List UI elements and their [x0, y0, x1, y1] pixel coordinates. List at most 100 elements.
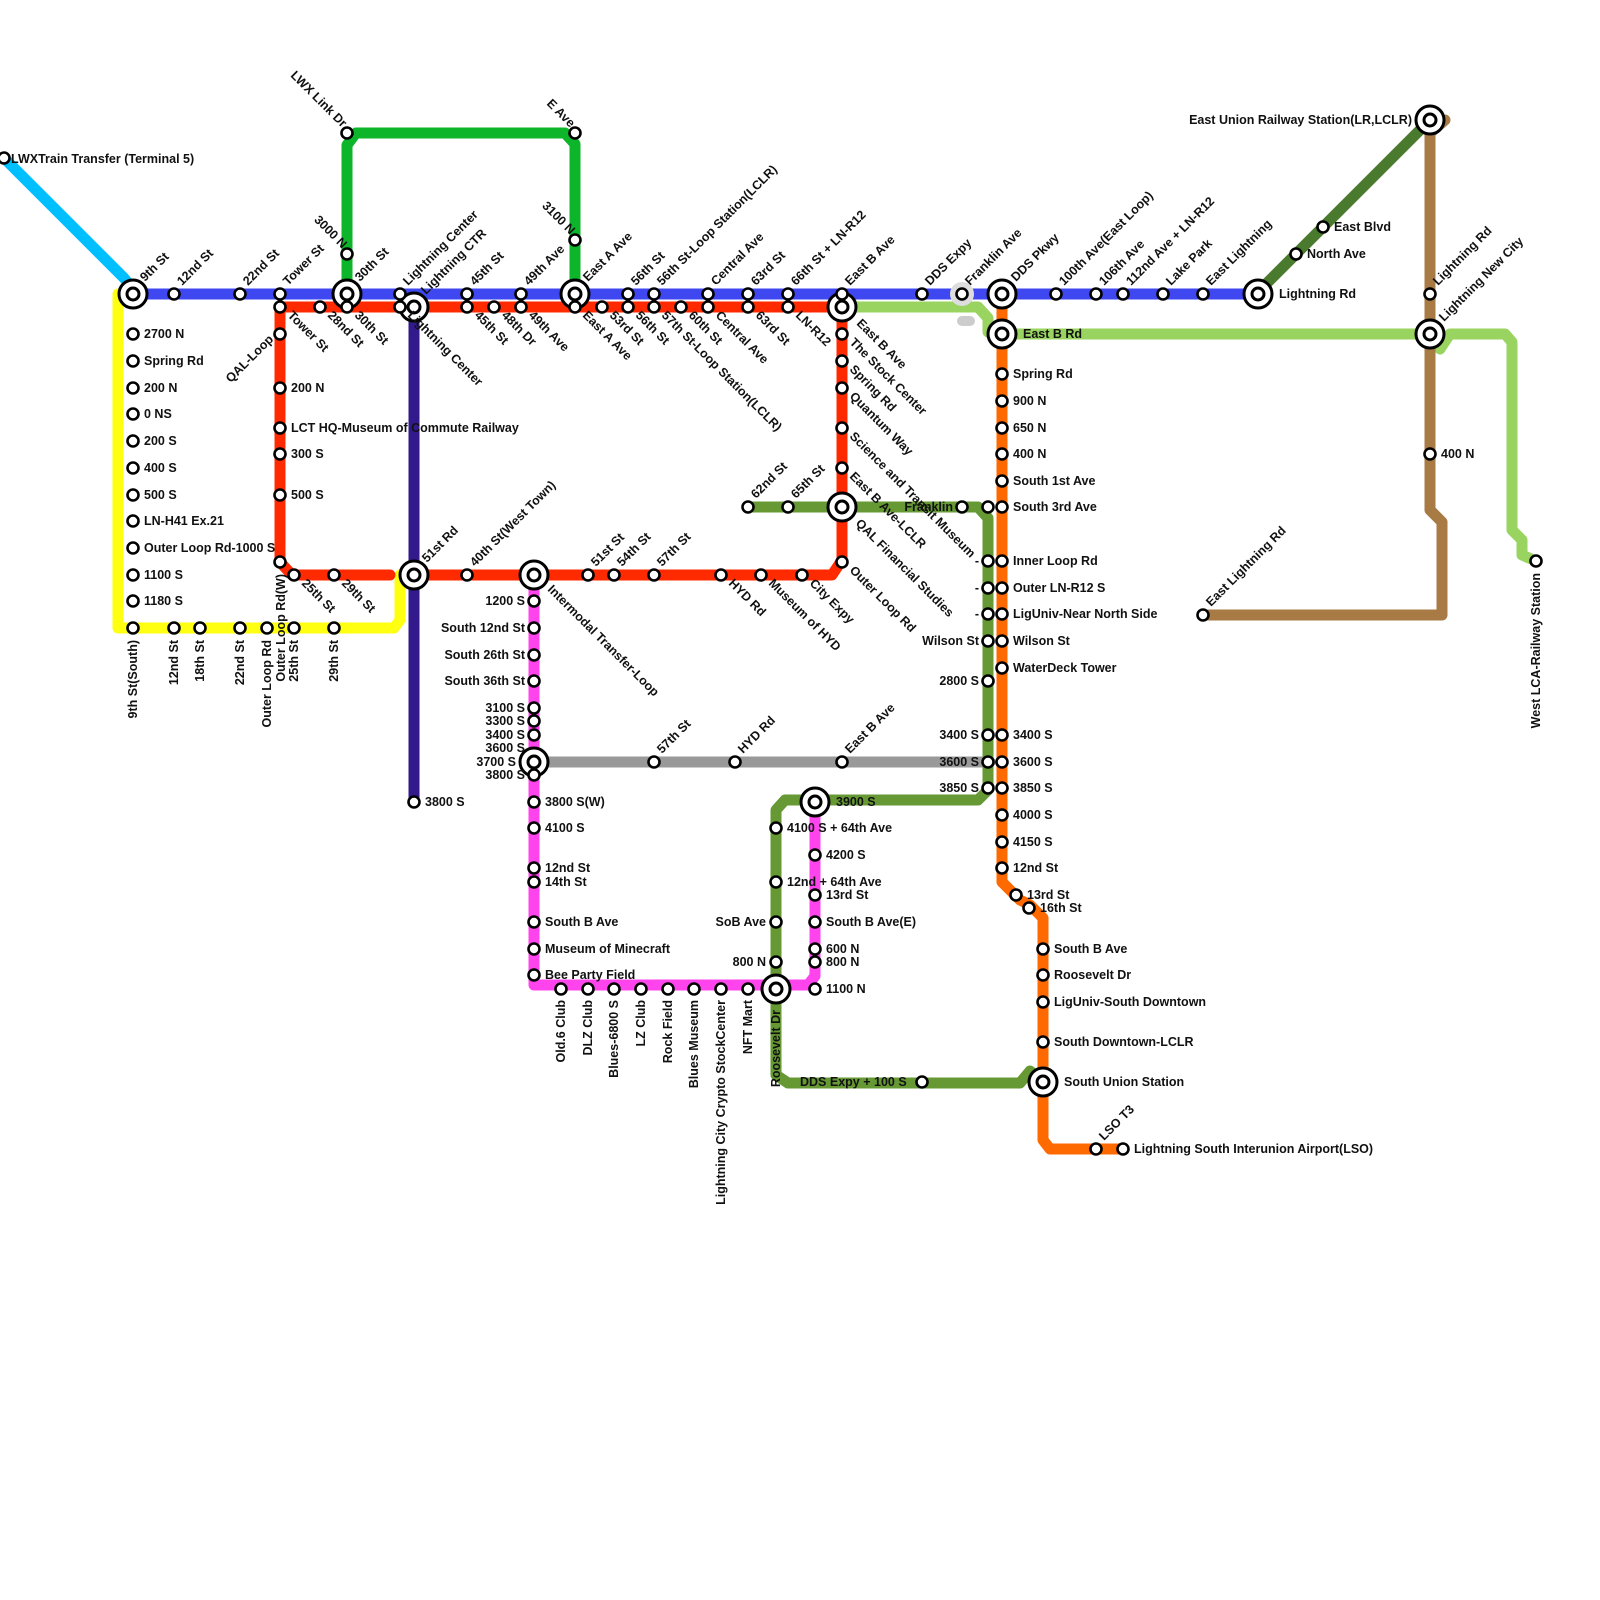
stop-3300s[interactable] [529, 716, 540, 727]
stop-e-ave[interactable] [570, 128, 581, 139]
stop-crypto[interactable] [716, 984, 727, 995]
stop-north-ave[interactable] [1291, 249, 1302, 260]
stop-science-museum[interactable] [837, 423, 848, 434]
stop-3400s-olive[interactable] [983, 730, 994, 741]
stop-spring-rd-red[interactable] [837, 356, 848, 367]
stop-west-lca[interactable] [1531, 556, 1542, 567]
stop-wilson-olive[interactable] [983, 636, 994, 647]
stop-4000s[interactable] [997, 810, 1008, 821]
stop-olive-561[interactable] [983, 556, 994, 567]
stop-south-36th[interactable] [529, 676, 540, 687]
stop-900n[interactable] [997, 396, 1008, 407]
stop-liguniv-sd[interactable] [1038, 997, 1049, 1008]
stop-lightning-center[interactable] [395, 289, 406, 300]
stop-spring-rd-o[interactable] [997, 369, 1008, 380]
stop-lwx-link[interactable] [342, 128, 353, 139]
stop-51st-st[interactable] [583, 570, 594, 581]
stop-outer-loop-rd[interactable] [262, 623, 273, 634]
stop-central-ave-blue[interactable] [703, 289, 714, 300]
stop-22nd-st-y[interactable] [235, 623, 246, 634]
stop-63rd-st-red[interactable] [743, 302, 754, 313]
stop-1180s[interactable] [128, 596, 139, 607]
stop-12nd-st[interactable] [169, 289, 180, 300]
stop-57th-st-red[interactable] [649, 570, 660, 581]
stop-liguniv-nns[interactable] [997, 609, 1008, 620]
interchange-east-b-rd[interactable] [988, 320, 1016, 348]
stop-1100s-y[interactable] [128, 570, 139, 581]
stop-62nd-st[interactable] [743, 502, 754, 513]
stop-106th-ave[interactable] [1091, 289, 1102, 300]
stop-60th-st[interactable] [676, 302, 687, 313]
stop-45th-st-red[interactable] [462, 302, 473, 313]
stop-48th-dr[interactable] [489, 302, 500, 313]
stop-12nd-st-y[interactable] [169, 623, 180, 634]
stop-49th-ave-red[interactable] [516, 302, 527, 313]
interchange-south-union[interactable] [1029, 1068, 1057, 1096]
stop-nft[interactable] [743, 984, 754, 995]
interchange-east-b-ave-lclr[interactable] [828, 493, 856, 521]
stop-12nd-64[interactable] [771, 877, 782, 888]
stop-waterdeck[interactable] [997, 663, 1008, 674]
stop-tower-st-blue[interactable] [275, 289, 286, 300]
stop-lwxtrain[interactable] [0, 153, 10, 164]
stop-east-b-lclr-red[interactable] [837, 463, 848, 474]
stop-14th-st[interactable] [529, 877, 540, 888]
stop-3800s-indigo[interactable] [409, 797, 420, 808]
stop-blues-museum[interactable] [689, 984, 700, 995]
stop-500s-red[interactable] [275, 490, 286, 501]
stop-outer-lnr12[interactable] [997, 583, 1008, 594]
stop-0ns[interactable] [128, 409, 139, 420]
stop-dds-100s[interactable] [917, 1077, 928, 1088]
stop-bee-party[interactable] [529, 970, 540, 981]
stop-south-b-e[interactable] [810, 917, 821, 928]
stop-100th-ave[interactable] [1051, 289, 1062, 300]
stop-old6[interactable] [556, 984, 567, 995]
stop-1200s[interactable] [529, 596, 540, 607]
stop-600n[interactable] [810, 944, 821, 955]
stop-olive-614[interactable] [983, 609, 994, 620]
stop-4150s[interactable] [997, 837, 1008, 848]
stop-22nd-st[interactable] [235, 289, 246, 300]
stop-3100n[interactable] [570, 235, 581, 246]
stop-east-b-ave-blue[interactable] [837, 289, 848, 300]
stop-inner-loop[interactable] [997, 556, 1008, 567]
stop-12nd-st-o[interactable] [997, 863, 1008, 874]
stop-53rd-st[interactable] [597, 302, 608, 313]
stop-dlz[interactable] [583, 984, 594, 995]
stop-200n-red[interactable] [275, 383, 286, 394]
stop-9th-south[interactable] [128, 623, 139, 634]
stop-300s[interactable] [275, 449, 286, 460]
stop-3800s-w[interactable] [529, 797, 540, 808]
stop-4200s[interactable] [810, 850, 821, 861]
stop-franklin-ave[interactable] [957, 289, 968, 300]
stop-south-26th[interactable] [529, 650, 540, 661]
stop-12nd-st-m[interactable] [529, 863, 540, 874]
stop-hyd-rd-red[interactable] [716, 570, 727, 581]
stop-3000n[interactable] [342, 249, 353, 260]
stop-29th-st-red[interactable] [329, 570, 340, 581]
stop-650n[interactable] [997, 423, 1008, 434]
stop-lso[interactable] [1118, 1144, 1129, 1155]
stop-south-b-ave-o[interactable] [1038, 944, 1049, 955]
stop-30th-st-red[interactable] [342, 302, 353, 313]
stop-16th-st[interactable] [1024, 903, 1035, 914]
stop-3600s-o[interactable] [997, 757, 1008, 768]
stop-13rd-o[interactable] [1011, 890, 1022, 901]
stop-56th-st-blue[interactable] [623, 289, 634, 300]
stop-wilson-o[interactable] [997, 636, 1008, 647]
stop-quantum[interactable] [837, 383, 848, 394]
stop-54th-st[interactable] [609, 570, 620, 581]
stop-2800s[interactable] [983, 676, 994, 687]
stop-4100s-64[interactable] [771, 823, 782, 834]
stop-400n[interactable] [1425, 449, 1436, 460]
stop-minecraft[interactable] [529, 944, 540, 955]
interchange-dds-pkwy[interactable] [988, 280, 1016, 308]
stop-roosevelt-o[interactable] [1038, 970, 1049, 981]
stop-qal-loop[interactable] [275, 329, 286, 340]
stop-2700n[interactable] [128, 329, 139, 340]
stop-3400s-m[interactable] [529, 730, 540, 741]
stop-800n-olive[interactable] [771, 957, 782, 968]
stop-rock[interactable] [663, 984, 674, 995]
stop-tower-st-red[interactable] [275, 302, 286, 313]
stop-museum-hyd[interactable] [756, 570, 767, 581]
